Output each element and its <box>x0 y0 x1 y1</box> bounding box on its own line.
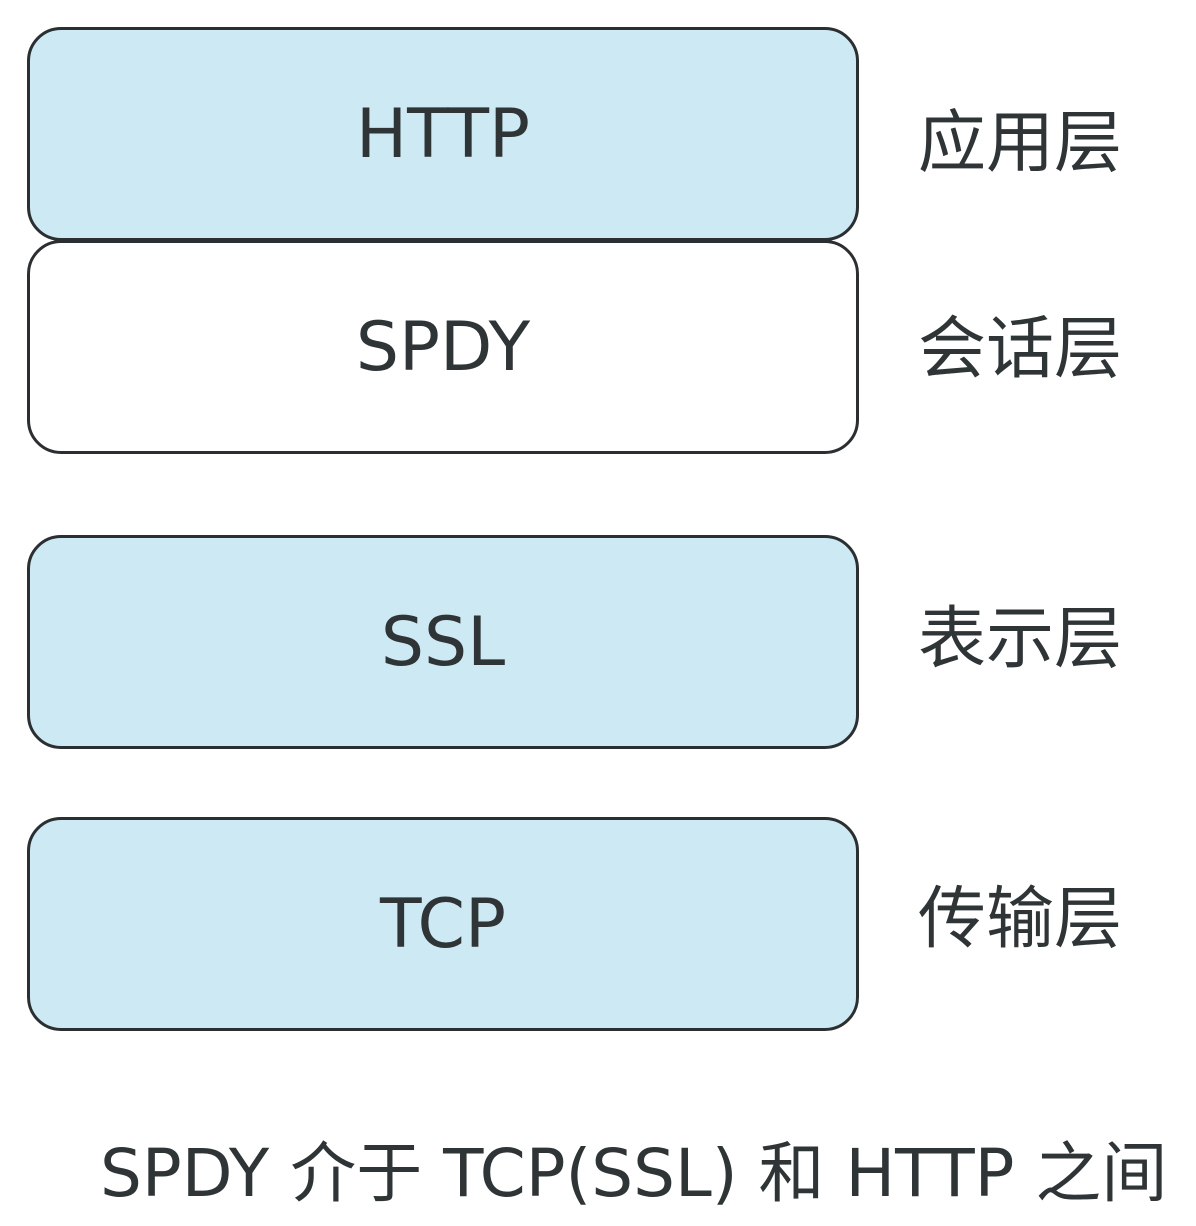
ssl-layer-box: SSL <box>27 535 859 749</box>
application-layer-label: 应用层 <box>918 104 1123 183</box>
http-layer-box: HTTP <box>27 27 859 241</box>
spdy-protocol-label: SPDY <box>355 307 531 387</box>
diagram-caption: SPDY 介于 TCP(SSL) 和 HTTP 之间 <box>100 1135 1168 1212</box>
spdy-layer-box: SPDY <box>27 240 859 454</box>
http-protocol-label: HTTP <box>355 94 531 174</box>
session-layer-label: 会话层 <box>918 310 1123 389</box>
tcp-layer-box: TCP <box>27 817 859 1031</box>
transport-layer-label: 传输层 <box>918 880 1123 959</box>
tcp-protocol-label: TCP <box>379 884 507 964</box>
presentation-layer-label: 表示层 <box>918 600 1123 679</box>
ssl-protocol-label: SSL <box>380 602 506 682</box>
